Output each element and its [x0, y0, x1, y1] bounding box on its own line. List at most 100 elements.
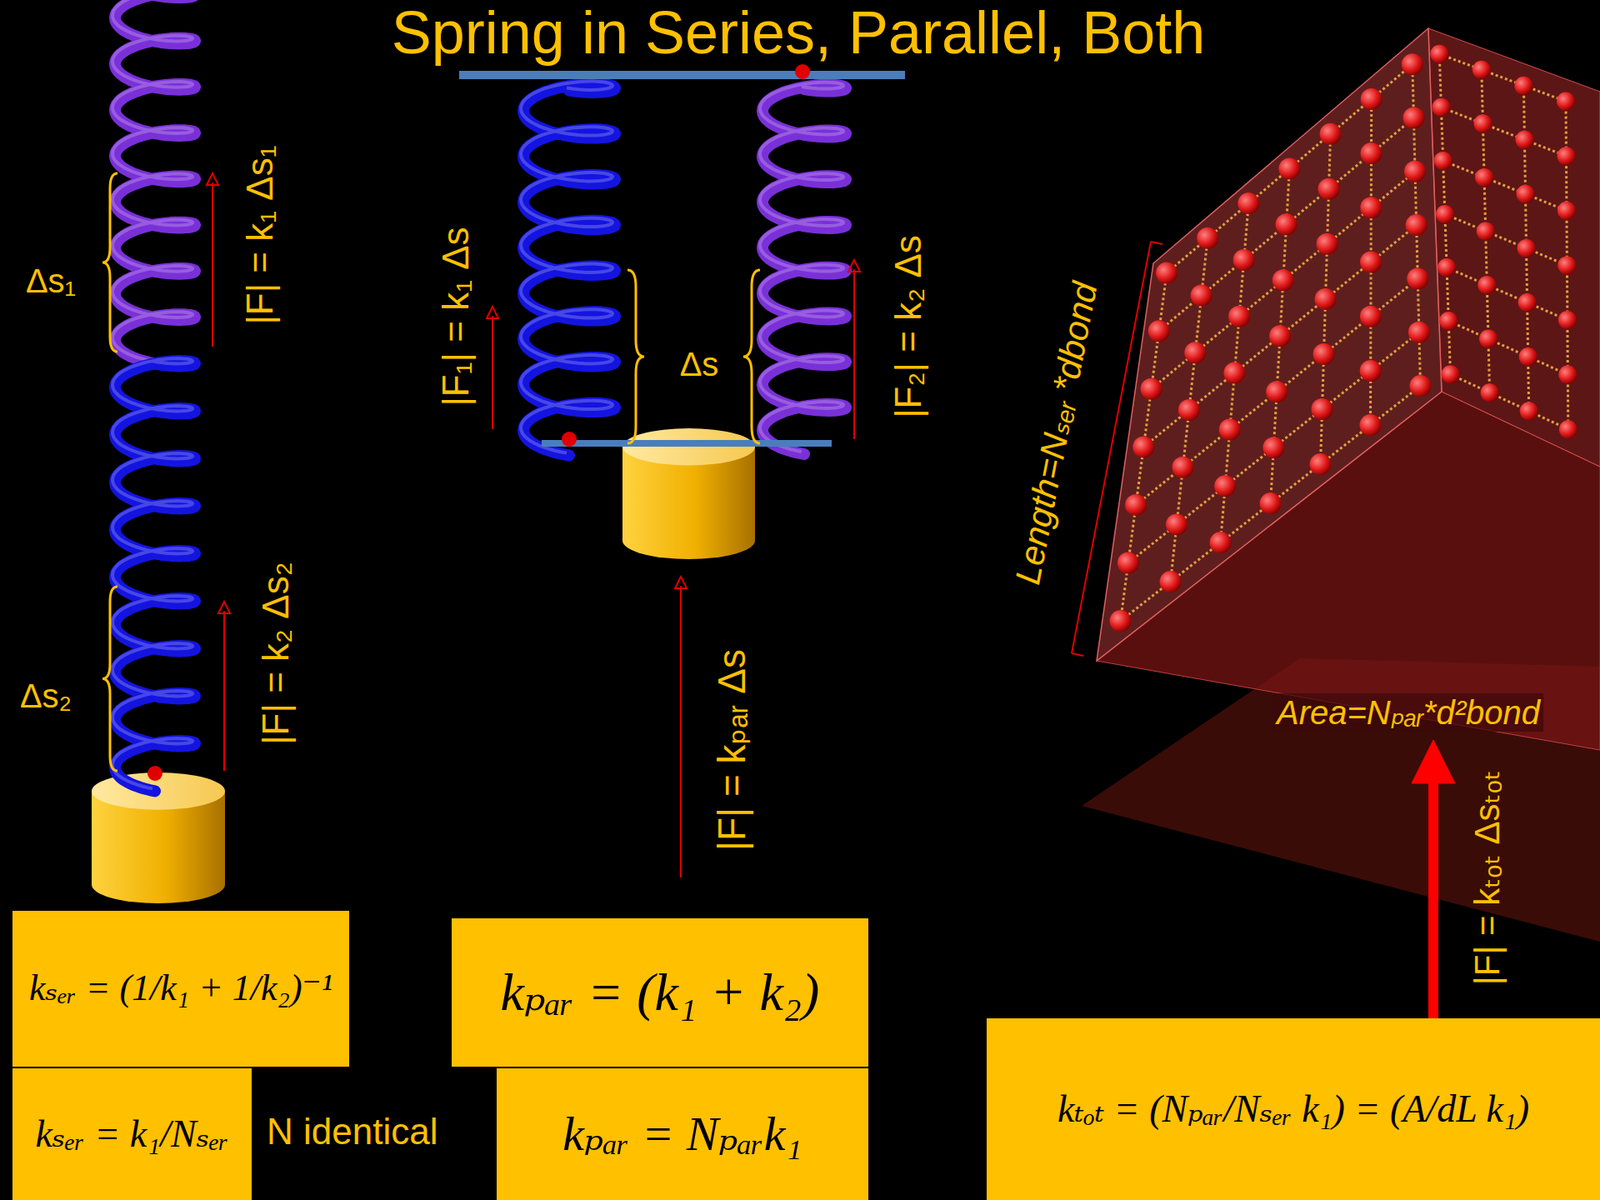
atom	[1432, 98, 1451, 117]
atom	[1269, 325, 1291, 347]
atom	[1559, 420, 1578, 439]
slide-title: Spring in Series, Parallel, Both	[391, 0, 1206, 66]
force-arrow	[491, 315, 494, 430]
atom	[1518, 293, 1537, 312]
atom	[1520, 401, 1539, 420]
atom	[1405, 214, 1428, 236]
mass-cylinder	[91, 865, 225, 904]
formula-text: kₛₑᵣ = (1/k₁ + 1/k₂)⁻¹	[29, 966, 333, 1011]
atom	[1214, 475, 1236, 497]
atom	[1430, 45, 1449, 64]
atom	[1360, 251, 1382, 274]
atom	[1110, 610, 1132, 632]
atom	[1278, 157, 1300, 180]
atom	[1233, 249, 1255, 271]
atom	[1262, 436, 1285, 459]
atom	[1275, 213, 1298, 235]
atom	[1519, 347, 1538, 366]
force-label: |F| = kₜₒₜ Δsₜₒₜ	[1467, 770, 1508, 985]
mass-cylinder	[622, 521, 755, 560]
atom	[1272, 269, 1295, 291]
purple-spring-highlight	[760, 82, 844, 452]
atom	[1401, 53, 1424, 75]
atom	[1360, 142, 1383, 165]
atom	[1132, 435, 1155, 458]
atom	[1148, 320, 1170, 342]
atom	[1315, 288, 1337, 310]
atom	[1360, 305, 1382, 328]
atom	[1475, 168, 1494, 187]
formula-text: kₚₐᵣ = (k₁ + k₂)	[500, 960, 820, 1025]
atom	[1310, 453, 1332, 475]
atom	[1435, 205, 1455, 224]
atom	[1557, 255, 1576, 275]
length-bracket	[1150, 241, 1163, 245]
formula-text: kₛₑᵣ = k₁/Nₛₑᵣ	[35, 1110, 229, 1157]
force-label: |F₂| = k₂ Δs	[887, 235, 930, 419]
atom	[1480, 383, 1500, 402]
atom	[1313, 343, 1335, 365]
atom	[1155, 262, 1178, 285]
force-arrow-head	[206, 173, 219, 185]
atom	[1165, 513, 1188, 535]
blue-spring-highlight	[520, 81, 613, 454]
atom	[1190, 285, 1213, 307]
atom	[1210, 531, 1232, 554]
blue-spring	[115, 360, 195, 791]
atom	[1556, 92, 1575, 111]
atom	[1558, 365, 1577, 385]
atom	[1360, 360, 1382, 382]
dimension-label: Area=Nₚₐᵣ*d²bond	[1273, 693, 1544, 732]
formula-box: kₚₐᵣ = Nₚₐᵣk₁	[496, 1068, 869, 1200]
atom	[1311, 398, 1334, 420]
atom	[1439, 311, 1458, 330]
purple-spring-highlight	[112, 0, 193, 361]
atom	[1515, 130, 1535, 150]
atom	[1178, 399, 1200, 421]
hanger-bar	[541, 440, 832, 447]
atom	[1360, 196, 1382, 219]
formula-text: kₚₐᵣ = Nₚₐᵣk₁	[562, 1105, 802, 1164]
atom	[1237, 192, 1260, 215]
dimension-label: Length=Nₛₑᵣ *dbond	[1007, 279, 1106, 589]
force-label: |F| = kₚₐᵣ Δs	[710, 649, 755, 851]
force-label: |F| = k₂ Δs₂	[255, 561, 298, 745]
atom	[1360, 88, 1383, 110]
extension-label: Δs₂	[20, 676, 72, 715]
blue-spring-highlight	[112, 358, 193, 789]
atom	[1408, 321, 1430, 344]
atom	[1479, 330, 1498, 349]
force-arrow	[1428, 775, 1439, 1019]
force-arrow-head	[675, 576, 687, 589]
atom	[1265, 380, 1288, 403]
force-label: |F| = k₁ Δs₁	[239, 145, 282, 325]
atom	[1360, 414, 1382, 436]
atom	[1558, 310, 1577, 330]
atom	[1219, 419, 1241, 441]
force-arrow-head	[486, 306, 499, 319]
atom	[1172, 456, 1195, 479]
extension-brace	[627, 270, 645, 444]
force-arrow-head	[1411, 740, 1455, 784]
atom	[1516, 185, 1535, 204]
block-face	[1096, 28, 1442, 661]
purple-spring	[115, 0, 195, 364]
atom	[1125, 494, 1147, 516]
extension-brace	[743, 270, 760, 444]
force-arrow	[223, 610, 225, 771]
atom	[1476, 222, 1495, 241]
atom	[1223, 362, 1245, 385]
atom	[1140, 378, 1163, 400]
atom	[1260, 492, 1282, 515]
force-label: |F₁| = k₁ Δs	[435, 226, 478, 406]
attach-dot	[561, 431, 577, 447]
atom	[1557, 146, 1576, 165]
atom	[1160, 570, 1182, 593]
note-label: N identical	[266, 1110, 438, 1154]
atom	[1514, 76, 1533, 95]
extension-brace	[102, 586, 118, 771]
force-arrow	[853, 269, 855, 440]
extension-brace	[102, 173, 118, 352]
atom	[1474, 114, 1493, 133]
